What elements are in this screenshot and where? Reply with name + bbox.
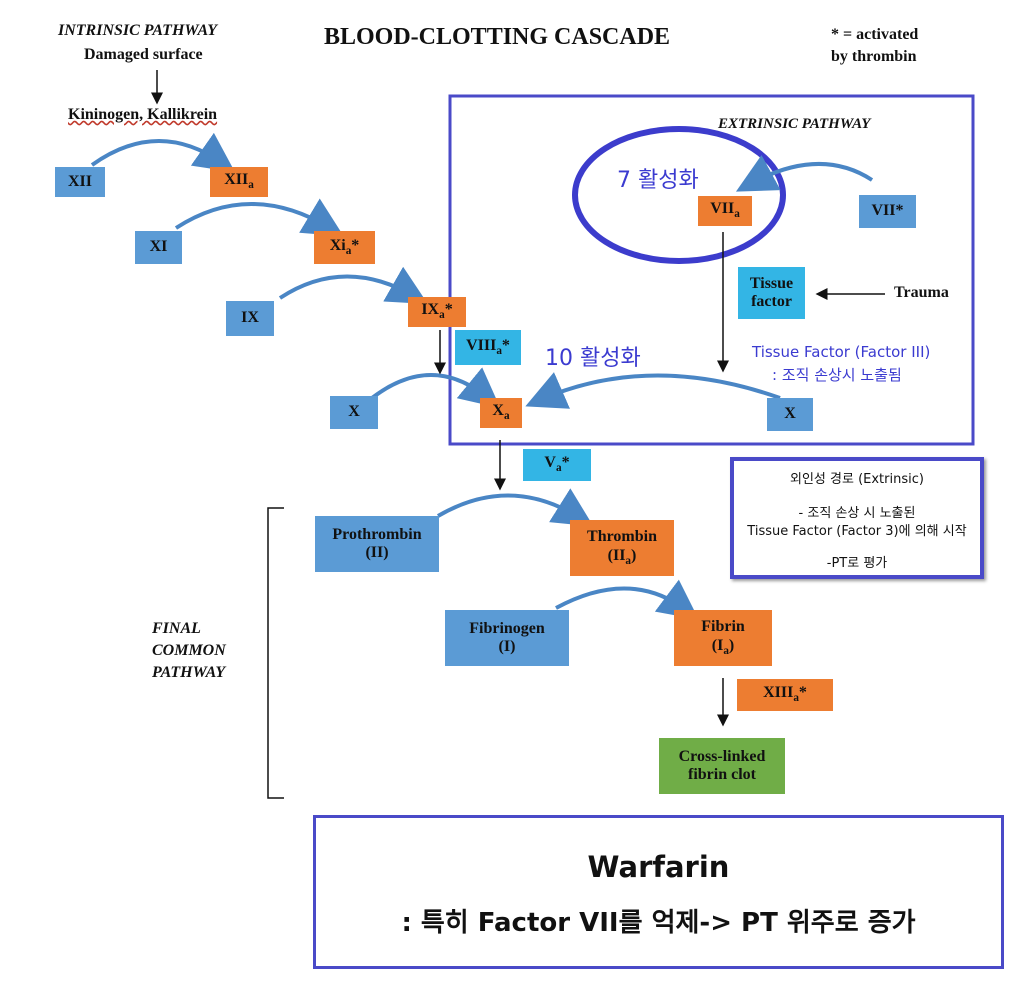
subscript-fibrin: a [723,644,729,657]
factor-xi-label: XI [149,238,168,256]
subscript-xiiia: a [793,692,799,705]
final-pathway-bracket [267,507,284,799]
factor-xia-label: Xi [329,236,346,254]
factor-xi-box: XI [135,231,182,264]
final-pathway-line2: COMMON [152,642,226,659]
legend-note-line1: * = activated [831,26,919,43]
star-xia: * [351,236,360,254]
extrinsic-label: EXTRINSIC PATHWAY [718,116,871,132]
factor-xiia-box: XIIa [210,167,268,197]
arrow-xright-xa [525,372,781,409]
factor-xa-box: Xa [480,398,522,428]
warfarin-box [313,815,1004,969]
extrinsic-info-box [730,457,984,579]
page-title: BLOOD-CLOTTING CASCADE [324,24,671,50]
factor-xii-box: XII [55,167,105,197]
fibrin-box: Fibrin (Ia) [674,610,772,666]
subscript-va: a [555,462,562,475]
tissue-factor-box: Tissue factor [738,267,805,319]
factor-viia-label: VII [710,200,735,218]
arrow-x-xa [370,367,501,409]
arrow-vii-viia [735,154,874,192]
subscript-xiia: a [248,179,254,192]
factor-ix-label: IX [241,309,259,327]
info-line1: 외인성 경로 (Extrinsic) [790,472,924,487]
factor-viiia-box: VIIIa* [455,330,521,365]
factor-ixa-box: IXa* [408,297,466,327]
subscript-ixa: a [439,309,445,322]
thrombin-line1: Thrombin [587,528,657,546]
warfarin-title: Warfarin [587,850,730,884]
factor-x-left-box: X [330,396,378,429]
factor-vii-box: VII* [859,195,916,228]
legend-note-line2: by thrombin [831,48,917,65]
factor-xiia-label: XII [224,171,249,189]
trauma-label: Trauma [894,284,949,301]
factor-ix-box: IX [226,301,274,336]
fibrinogen-line2: (I) [498,638,516,655]
subscript-thrombin: a [625,554,632,567]
subscript-viiia: a [496,345,502,358]
factor-viia-box: VIIa [698,196,752,226]
info-line3: Tissue Factor (Factor 3)에 의해 시작 [747,524,967,539]
factor-va-box: Va* [523,449,591,481]
star-viiia: * [501,336,510,354]
kininogen-label: Kininogen, Kallikrein [68,106,218,123]
subscript-xia: a [345,245,352,258]
star-xiiia: * [798,684,807,702]
fibrin-line2: (I [711,636,724,654]
prothrombin-box: Prothrombin (II) [315,516,439,572]
factor-xii-label: XII [67,172,92,190]
arrow-xi-xia [174,198,344,237]
extrinsic-frame [448,94,975,446]
tissue-factor-line1: Tissue [749,274,794,292]
subscript-viia: a [734,208,740,221]
arrow-prothrombin-thrombin [436,488,594,527]
fibrin-close-paren: ) [728,636,735,654]
star-va: * [561,454,570,472]
ten-activation-note: 10 활성화 [545,346,641,371]
factor-x-right-label: X [784,405,796,423]
final-pathway-line3: PATHWAY [152,664,226,681]
factor-xiiia-box: XIIIa* [737,679,833,711]
highlight-circle [572,126,786,264]
thrombin-box: Thrombin (IIa) [570,520,674,576]
thrombin-line2: (II [607,546,626,564]
arrow-ix-ixa [278,266,428,304]
factor-vii-label: VII* [871,202,904,220]
warfarin-text: : 특히 Factor VII를 억제-> PT 위주로 증가 [401,908,916,938]
clot-line2: fibrin clot [688,766,756,783]
fibrin-clot-box: Cross-linked fibrin clot [659,738,785,794]
arrow-xii-xiia [90,132,236,173]
prothrombin-line2: (II) [365,544,389,561]
factor-xia-box: Xia* [314,231,375,264]
info-line2: - 조직 손상 시 노출된 [798,506,916,521]
fibrinogen-line1: Fibrinogen [469,619,545,637]
factor-xiiia-label: XIII [763,684,794,702]
factor-ixa-label: IX [421,301,440,319]
tissue-factor-line2: factor [751,293,792,310]
final-pathway-line1: FINAL [152,620,201,637]
intrinsic-label: INTRINSIC PATHWAY [58,22,217,39]
factor-x-right-box: X [767,398,813,431]
clot-line1: Cross-linked [678,747,766,765]
thrombin-close-paren: ) [631,546,637,564]
seven-activation-note: 7 활성화 [617,168,699,193]
fibrin-line1: Fibrin [701,618,745,636]
subscript-xa: a [503,410,510,423]
tissue-factor-note-line2: : 조직 손상시 노출됨 [772,366,902,384]
arrow-fibrinogen-fibrin [555,579,699,620]
prothrombin-line1: Prothrombin [332,525,422,543]
tissue-factor-note-line1: Tissue Factor (Factor III) [752,343,931,361]
info-line4: -PT로 평가 [826,556,888,571]
factor-xa-label: X [492,402,504,420]
damaged-surface-label: Damaged surface [84,46,203,63]
factor-va-label: V [544,454,556,472]
factor-x-left-label: X [348,403,360,421]
star-ixa: * [444,301,453,319]
fibrinogen-box: Fibrinogen (I) [445,610,569,666]
factor-viiia-label: VIII [466,336,497,354]
